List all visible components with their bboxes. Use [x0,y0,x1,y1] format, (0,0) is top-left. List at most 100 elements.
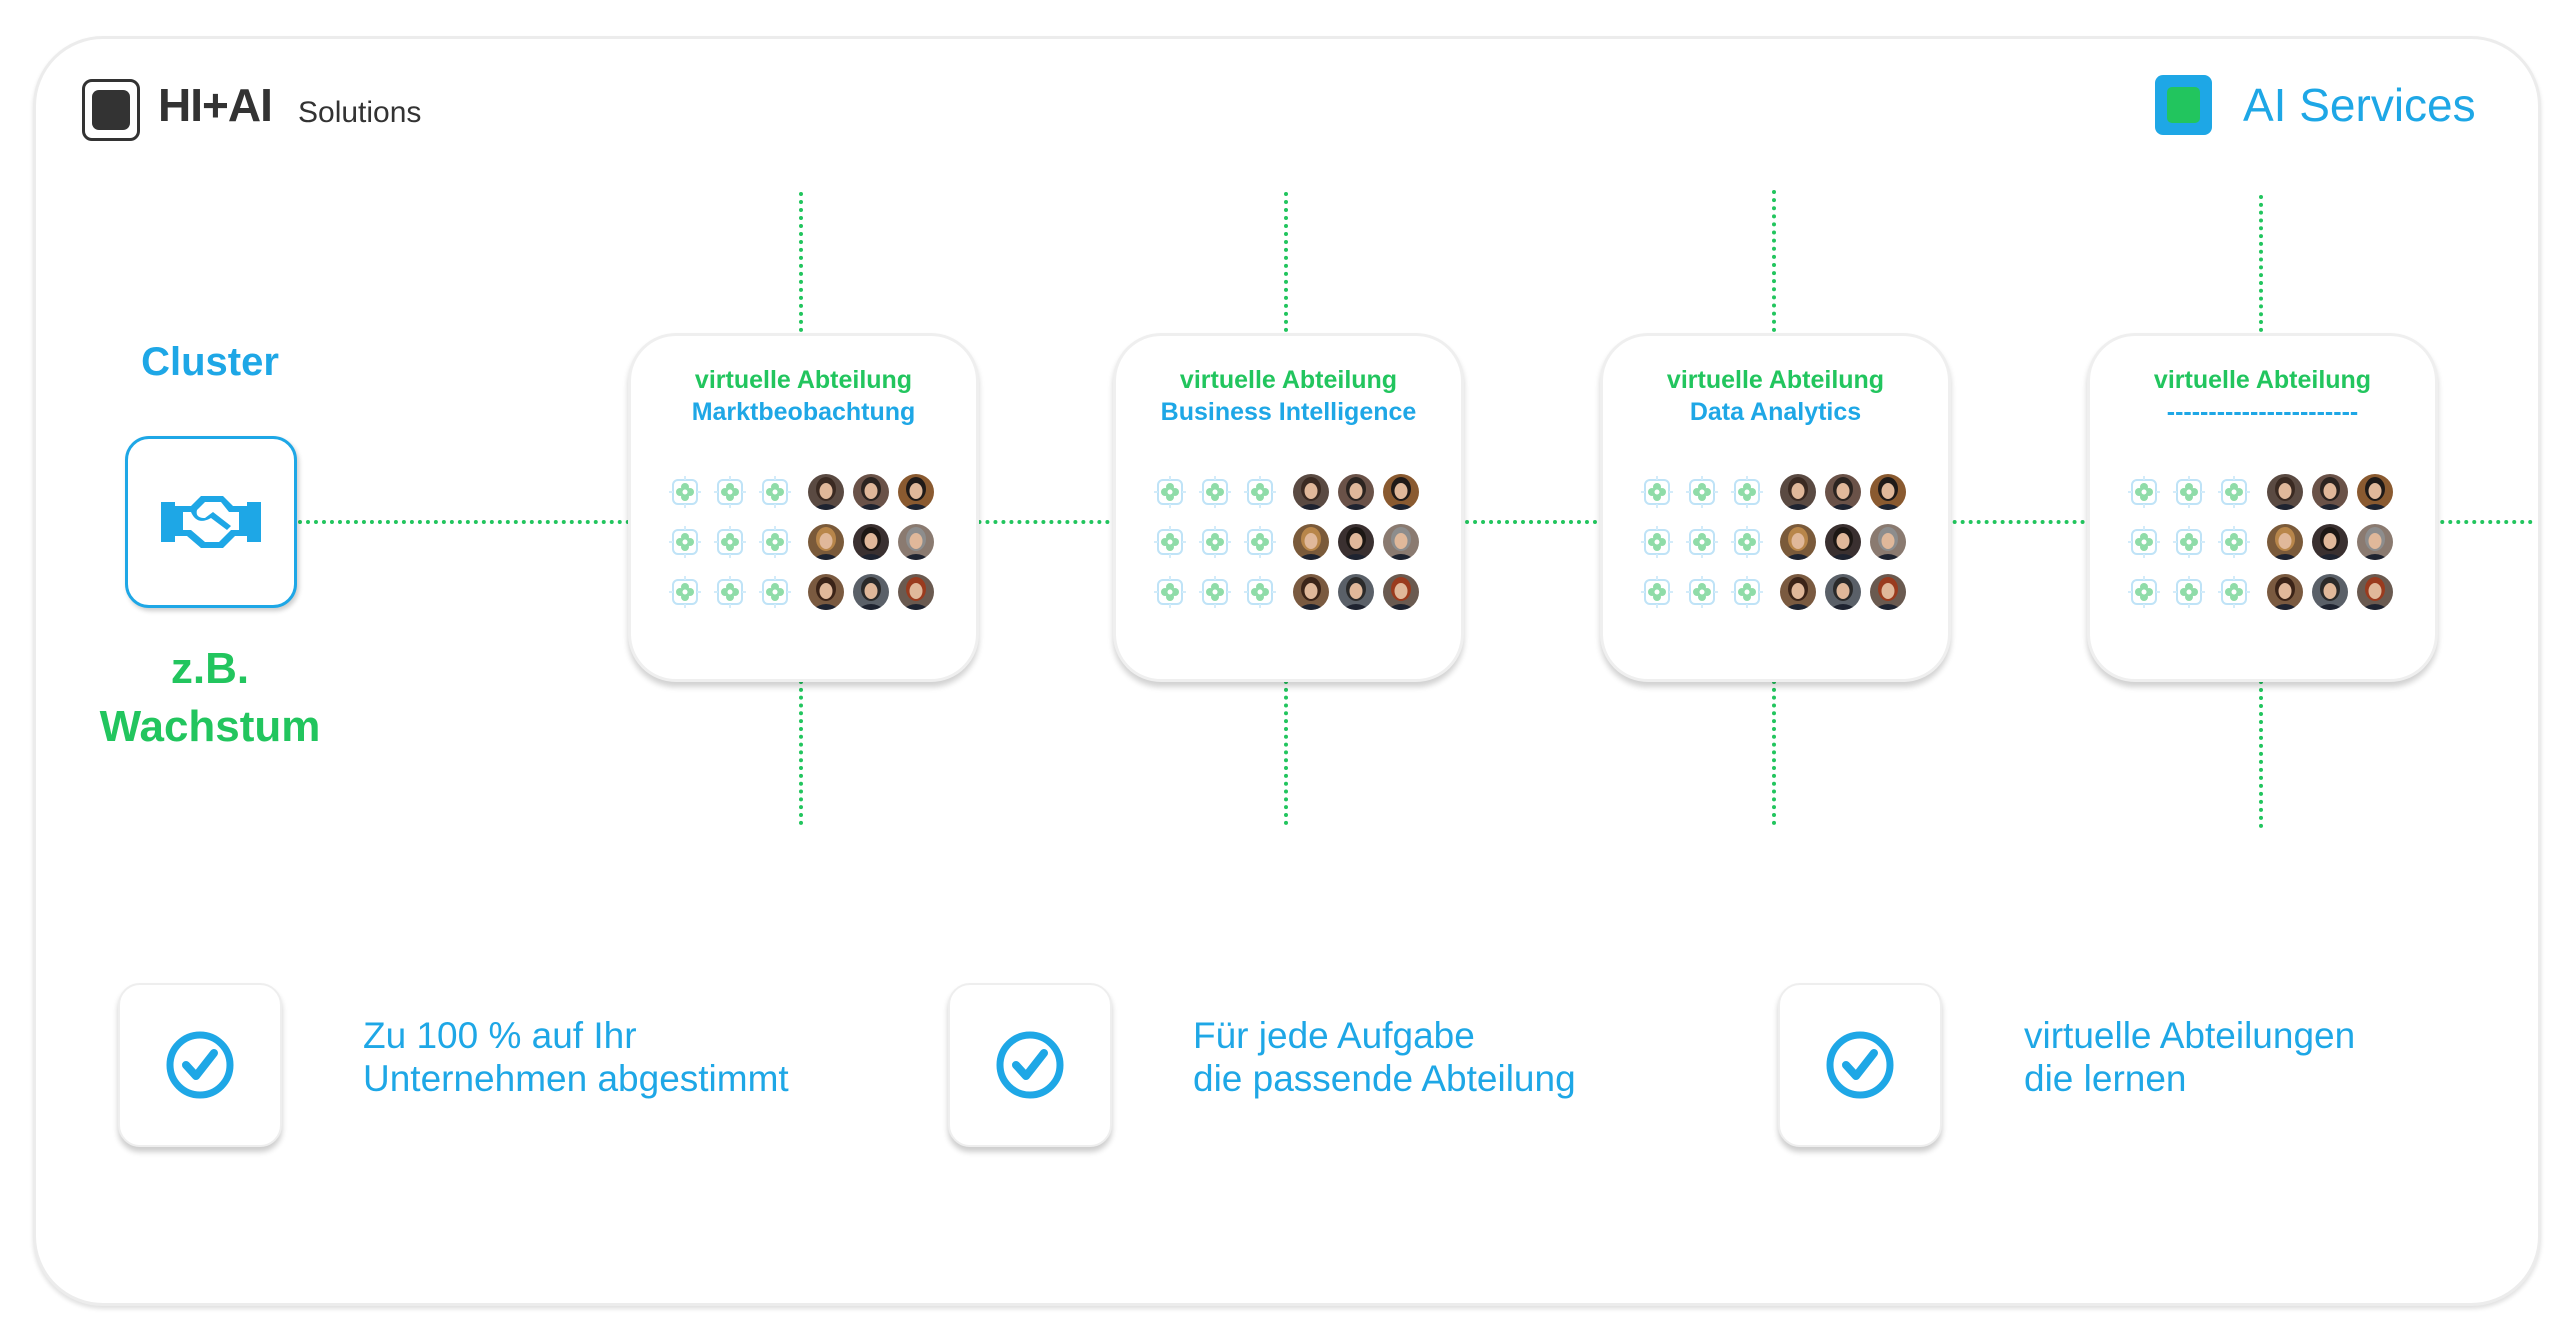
department-name: ----------------------- [2166,398,2359,426]
team-member-avatar [1293,474,1329,510]
team-member-avatar [2312,524,2348,560]
team-member-avatar [808,474,844,510]
team-member-avatar [1293,574,1329,610]
vertical-connector [1772,190,1776,332]
ai-agent-icon [1684,574,1720,610]
team-member-avatar [1780,524,1816,560]
team-member-avatar [2312,474,2348,510]
ai-agent-icon [2216,524,2252,560]
brand-logo-icon [82,79,140,141]
feature-text: Zu 100 % auf Ihr Unternehmen abgestimmt [363,1014,789,1100]
department-title: virtuelle Abteilung [2153,366,2372,394]
ai-services-icon [2155,75,2212,135]
ai-services-label: AI Services [2243,79,2476,131]
team-member-avatar [1870,474,1906,510]
vertical-connector [2259,680,2263,828]
ai-agent-icon [1684,474,1720,510]
ai-agent-icon [757,524,793,560]
team-member-avatar [1338,524,1374,560]
department-name: Marktbeobachtung [691,398,916,426]
feature-text: Für jede Aufgabe die passende Abteilung [1193,1014,1576,1100]
team-member-avatar [2267,574,2303,610]
team-member-avatar [2357,574,2393,610]
team-member-avatar [1383,474,1419,510]
team-grid [1152,474,1432,624]
brand-name: HI+AI [158,79,273,131]
feature-line: Zu 100 % auf Ihr [363,1015,637,1056]
ai-agent-icon [1152,574,1188,610]
check-circle-icon [1826,1031,1894,1099]
vertical-connector [1284,680,1288,825]
feature-line: Unternehmen abgestimmt [363,1058,789,1099]
brand-subtitle: Solutions [298,96,422,129]
team-member-avatar [1780,474,1816,510]
ai-agent-icon [2216,474,2252,510]
team-member-avatar [808,574,844,610]
ai-agent-icon [2126,574,2162,610]
check-circle-icon [166,1031,234,1099]
feature-text: virtuelle Abteilungen die lernen [2024,1014,2355,1100]
ai-agent-icon [1197,524,1233,560]
team-grid [2126,474,2406,624]
ai-agent-icon [1684,524,1720,560]
ai-agent-icon [1639,524,1675,560]
ai-agent-icon [667,574,703,610]
ai-agent-icon [1639,574,1675,610]
ai-agent-icon [1242,574,1278,610]
vertical-connector [1284,192,1288,332]
team-member-avatar [853,574,889,610]
team-member-avatar [2267,474,2303,510]
team-member-avatar [1383,574,1419,610]
ai-agent-icon [757,474,793,510]
ai-agent-icon [1242,524,1278,560]
ai-agent-icon [757,574,793,610]
team-member-avatar [1825,574,1861,610]
feature-line: Für jede Aufgabe [1193,1015,1475,1056]
feature-line: die passende Abteilung [1193,1058,1576,1099]
team-member-avatar [2357,474,2393,510]
feature-line: virtuelle Abteilungen [2024,1015,2356,1056]
ai-agent-icon [1197,474,1233,510]
team-member-avatar [1825,474,1861,510]
ai-agent-icon [1729,524,1765,560]
ai-agent-icon [2216,574,2252,610]
ai-agent-icon [712,524,748,560]
handshake-icon [161,496,261,548]
ai-agent-icon [2171,474,2207,510]
cluster-title: Cluster [141,340,279,384]
ai-agent-icon [2126,524,2162,560]
ai-agent-icon [2171,524,2207,560]
ai-agent-icon [712,474,748,510]
feature-check-box [948,983,1112,1147]
ai-agent-icon [1197,574,1233,610]
feature-check-box [1778,983,1942,1147]
team-member-avatar [898,474,934,510]
team-member-avatar [898,574,934,610]
cluster-example: z.B. Wachstum [60,640,360,756]
vertical-connector [2259,195,2263,332]
team-member-avatar [1293,524,1329,560]
team-grid [1639,474,1919,624]
vertical-connector [1772,680,1776,825]
department-name: Data Analytics [1689,398,1862,426]
team-member-avatar [853,474,889,510]
team-member-avatar [1780,574,1816,610]
team-member-avatar [1338,474,1374,510]
team-member-avatar [853,524,889,560]
team-member-avatar [1338,574,1374,610]
department-card: virtuelle Abteilung Marktbeobachtung [628,333,979,682]
vertical-connector [799,680,803,825]
ai-agent-icon [1152,474,1188,510]
department-title: virtuelle Abteilung [1666,366,1885,394]
cluster-example-prefix: z.B. [170,644,250,693]
ai-agent-icon [1729,474,1765,510]
ai-agent-icon [1242,474,1278,510]
team-member-avatar [808,524,844,560]
ai-agent-icon [2171,574,2207,610]
department-card: virtuelle Abteilung --------------------… [2087,333,2438,682]
feature-check-box [118,983,282,1147]
team-member-avatar [2267,524,2303,560]
team-member-avatar [2312,574,2348,610]
department-card: virtuelle Abteilung Data Analytics [1600,333,1951,682]
ai-agent-icon [1729,574,1765,610]
